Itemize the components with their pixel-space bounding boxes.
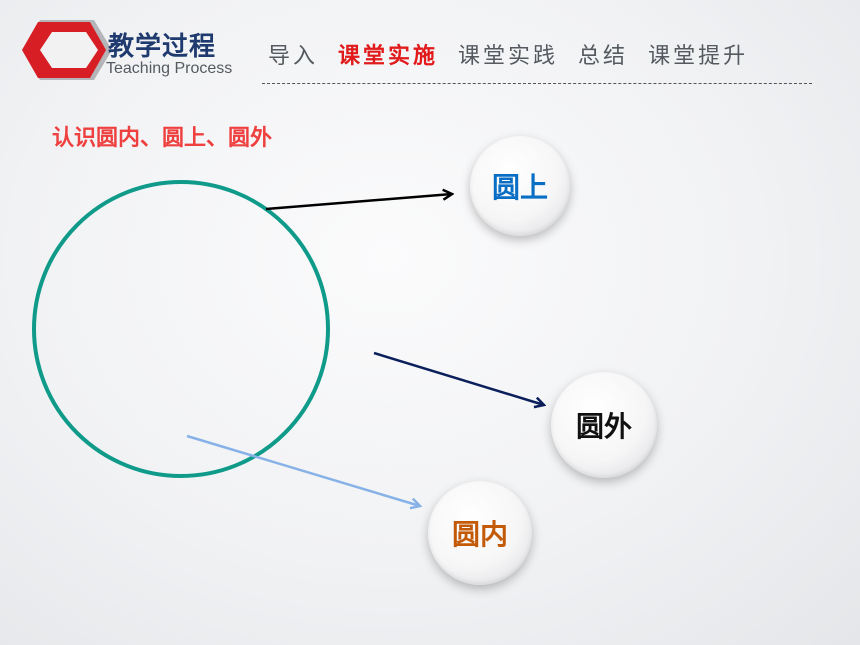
nav-item-summary[interactable]: 总结	[578, 44, 629, 69]
label-outside: 圆外	[575, 410, 632, 443]
page-subtitle: Teaching Process	[106, 60, 233, 77]
nav-item-practice[interactable]: 课堂实践	[458, 44, 559, 69]
nav-bar: 导入 课堂实施 课堂实践 总结 课堂提升	[268, 38, 748, 70]
main-circle	[32, 180, 330, 478]
nav-item-implementation[interactable]: 课堂实施	[338, 43, 439, 69]
label-on-circle: 圆上	[491, 171, 548, 204]
section-title: 认识圆内、圆上、圆外	[52, 126, 273, 151]
arrow-on-circle	[265, 194, 452, 211]
bubble-outside: 圆外	[551, 372, 657, 478]
page-title: 教学过程	[108, 32, 217, 62]
header-divider	[262, 83, 812, 84]
nav-item-intro[interactable]: 导入	[268, 44, 319, 69]
label-inside: 圆内	[451, 518, 508, 551]
arrow-inside	[186, 434, 420, 506]
arrow-outside	[373, 351, 544, 405]
bubble-on-circle: 圆上	[470, 136, 570, 236]
logo-icon	[22, 20, 112, 80]
bubble-inside: 圆内	[428, 481, 532, 585]
nav-item-improvement[interactable]: 课堂提升	[648, 44, 749, 69]
